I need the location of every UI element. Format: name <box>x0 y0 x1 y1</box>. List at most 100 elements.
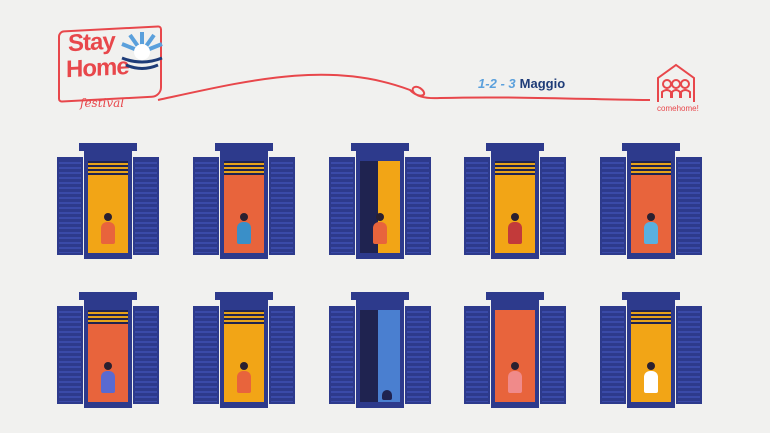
window-cornice <box>215 143 273 151</box>
date-3: 3 <box>508 76 516 91</box>
right-shutter <box>133 157 159 255</box>
roller-shade <box>88 161 128 175</box>
person-head <box>104 213 112 221</box>
window <box>464 143 566 261</box>
left-shutter <box>600 157 626 255</box>
roller-shade <box>224 310 264 324</box>
window-interior <box>360 161 400 253</box>
roller-shade <box>631 161 671 175</box>
window-cornice <box>351 292 409 300</box>
window-cornice <box>486 292 544 300</box>
window <box>464 292 566 410</box>
person-body <box>101 371 115 393</box>
roller-shade <box>88 310 128 324</box>
curtain <box>360 310 378 402</box>
left-shutter <box>464 157 490 255</box>
left-shutter <box>57 157 83 255</box>
left-shutter <box>329 306 355 404</box>
window-frame <box>356 306 404 408</box>
window-cornice <box>351 143 409 151</box>
roller-shade <box>224 161 264 175</box>
window-interior <box>360 310 400 402</box>
left-shutter <box>193 306 219 404</box>
window-interior <box>88 161 128 253</box>
date-2: 2 <box>489 76 497 91</box>
window-cornice <box>84 300 132 307</box>
window <box>193 292 295 410</box>
window <box>600 292 702 410</box>
right-shutter <box>133 306 159 404</box>
person-body <box>508 222 522 244</box>
right-shutter <box>540 306 566 404</box>
window-frame <box>491 157 539 259</box>
window <box>193 143 295 261</box>
person-head <box>240 362 248 370</box>
window-cornice <box>627 151 675 158</box>
cat-icon <box>382 390 392 400</box>
person-body <box>644 371 658 393</box>
comehome-house-icon <box>657 63 695 102</box>
window-interior <box>631 310 671 402</box>
person-body <box>508 371 522 393</box>
person-body <box>644 222 658 244</box>
window-cornice <box>627 300 675 307</box>
window <box>329 143 431 261</box>
right-shutter <box>269 157 295 255</box>
window-cornice <box>79 143 137 151</box>
window-frame <box>491 306 539 408</box>
right-shutter <box>540 157 566 255</box>
roller-shade <box>495 161 535 175</box>
window-interior <box>495 310 535 402</box>
left-shutter <box>600 306 626 404</box>
window-frame <box>627 306 675 408</box>
roller-shade <box>631 310 671 324</box>
left-shutter <box>329 157 355 255</box>
date-sep: - <box>500 76 505 91</box>
window <box>57 143 159 261</box>
person-head <box>647 213 655 221</box>
left-shutter <box>193 157 219 255</box>
logo-festival: festival <box>80 96 125 110</box>
person-head <box>240 213 248 221</box>
window-frame <box>220 306 268 408</box>
window-cornice <box>622 143 680 151</box>
window-frame <box>627 157 675 259</box>
window-frame <box>220 157 268 259</box>
window-cornice <box>215 292 273 300</box>
window-interior <box>631 161 671 253</box>
right-shutter <box>405 157 431 255</box>
comehome-label: comehome! <box>657 104 699 113</box>
right-shutter <box>269 306 295 404</box>
window-cornice <box>220 151 268 158</box>
window <box>600 143 702 261</box>
right-shutter <box>676 306 702 404</box>
right-shutter <box>676 157 702 255</box>
person-body <box>101 222 115 244</box>
date-month: Maggio <box>519 76 566 91</box>
window-cornice <box>491 300 539 307</box>
window-cornice <box>486 143 544 151</box>
window-frame <box>356 157 404 259</box>
window-cornice <box>622 292 680 300</box>
person-head <box>376 213 384 221</box>
window <box>329 292 431 410</box>
sun-icon <box>121 32 163 70</box>
person-head <box>104 362 112 370</box>
person-body <box>237 371 251 393</box>
person-head <box>511 213 519 221</box>
left-shutter <box>464 306 490 404</box>
person-body <box>237 222 251 244</box>
left-shutter <box>57 306 83 404</box>
window-cornice <box>79 292 137 300</box>
window-interior <box>495 161 535 253</box>
date-sep: - <box>485 76 490 91</box>
right-shutter <box>405 306 431 404</box>
person-body <box>373 222 387 244</box>
person-head <box>647 362 655 370</box>
window-interior <box>88 310 128 402</box>
window-cornice <box>84 151 132 158</box>
window-cornice <box>491 151 539 158</box>
window-cornice <box>356 300 404 307</box>
window <box>57 292 159 410</box>
